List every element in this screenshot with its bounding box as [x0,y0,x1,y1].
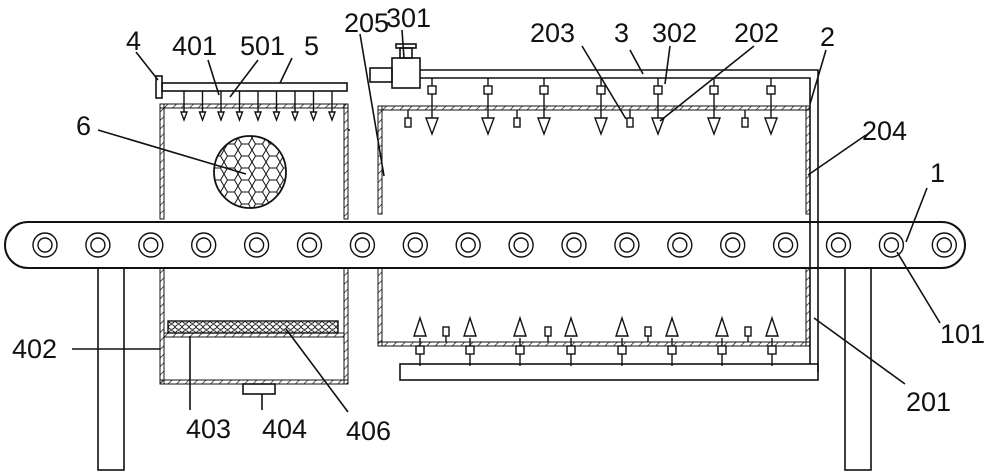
nozzle-joint [427,85,437,95]
conveyor-belt-1 [4,221,966,269]
label-101: 101 [940,319,985,349]
roller-hub [936,237,952,253]
nozzle-tip [309,111,318,122]
small-nozzle [744,326,752,337]
label-403: 403 [186,414,231,444]
nozzle-tip [198,111,207,122]
nozzle-joint [617,345,627,355]
label-404: 404 [262,414,307,444]
filter-layer-406 [163,320,345,338]
label-205: 205 [344,8,389,38]
drain-outlet-404 [242,383,276,395]
nozzle-joint [766,85,776,95]
nozzle-tip [615,315,629,337]
nozzle-joint [709,85,719,95]
leader-lines [72,29,941,413]
roller-hub [777,237,794,253]
nozzle-tip [179,111,189,122]
part-labels: 4 401 501 5 6 205 301 203 3 302 202 2 20… [12,3,985,446]
nozzle-joint [539,85,549,95]
nozzle-joint [717,345,727,355]
nozzle-tip [272,111,281,122]
label-501: 501 [240,31,285,61]
roller-hub [619,237,635,253]
nozzle-joint [596,85,606,95]
roller-hub [301,237,318,253]
label-3: 3 [614,18,629,48]
roller-hub [672,237,688,253]
small-nozzle [404,117,412,128]
roller-hub [460,237,476,253]
nozzle-tip [564,315,578,337]
spray-pipe-5 [155,75,348,99]
nozzle-tip [253,111,263,122]
bottom-nozzles [413,315,779,366]
label-203: 203 [530,18,575,48]
nozzle-joint [465,345,475,355]
nozzle-joint [415,345,425,355]
conveyor-rollers [32,232,957,258]
roller-hub [830,237,847,253]
roller-hub [883,237,900,253]
nozzle-tip [235,111,244,122]
nozzle-tip [715,315,729,337]
nozzle-joint [767,345,777,355]
nozzle-tip [216,111,226,122]
label-201: 201 [906,387,951,417]
label-401: 401 [172,31,217,61]
small-nozzle [544,326,552,337]
nozzle-joint [667,345,677,355]
nozzle-tip [706,117,722,136]
label-202: 202 [734,18,779,48]
fan-6 [213,135,287,209]
nozzle-tip [665,315,679,337]
nozzle-tip [480,117,496,136]
roller-hub [725,237,741,253]
nozzle-tip [536,117,552,136]
left-box-nozzles [179,91,337,122]
nozzle-tip [513,315,527,337]
roller-hub [248,237,265,253]
small-nozzle [513,117,521,128]
small-nozzle [741,117,749,128]
nozzle-tip [413,315,427,337]
roller-hub [195,237,212,253]
label-1: 1 [930,158,945,188]
roller-hub [354,237,371,253]
nozzle-joint [515,345,525,355]
nozzle-tip [290,111,300,122]
nozzle-tip [327,111,337,122]
roller-hub [513,237,529,253]
roller-hub [143,237,159,253]
nozzle-joint [483,85,493,95]
label-301: 301 [386,3,431,33]
top-nozzles [404,78,779,136]
nozzle-tip [593,117,609,136]
label-2: 2 [820,22,835,52]
label-402: 402 [12,334,57,364]
nozzle-joint [566,345,576,355]
right-treatment-box [377,105,811,347]
nozzle-tip [424,117,440,136]
nozzle-joint [653,85,663,95]
roller-hub [37,237,53,253]
label-6: 6 [76,111,91,141]
small-nozzle [644,326,652,337]
roller-hub [90,237,106,253]
nozzle-tip [765,315,779,337]
nozzle-tip [463,315,477,337]
roller-hub [566,237,582,253]
roller-hub [407,237,423,253]
label-204: 204 [862,116,907,146]
nozzle-tip [650,117,666,136]
small-nozzle [626,117,634,128]
label-5: 5 [304,31,319,61]
small-nozzle [442,326,450,337]
label-302: 302 [652,18,697,48]
label-4: 4 [126,26,141,56]
label-406: 406 [346,416,391,446]
nozzle-tip [763,117,779,136]
